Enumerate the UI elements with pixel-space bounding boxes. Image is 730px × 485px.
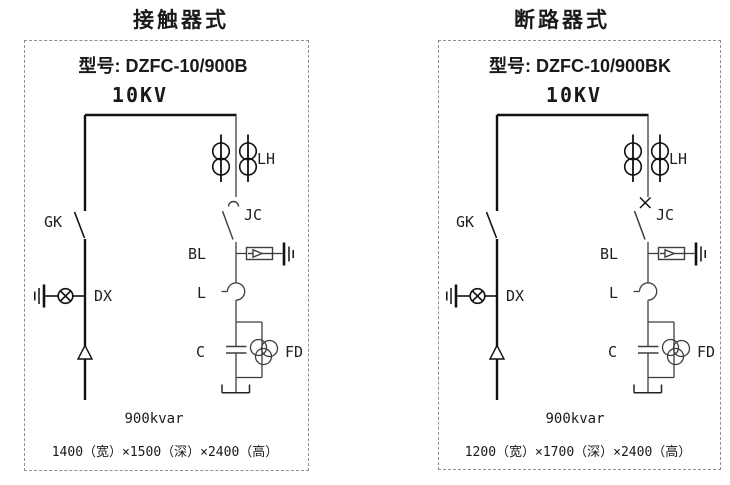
right-dimensions: 1200（宽）×1700（深）×2400（高）: [464, 445, 692, 460]
left-model-number: 型号: DZFC-10/900B: [78, 56, 248, 76]
right-gk-label: GK: [456, 213, 475, 231]
right-dx-label: DX: [506, 287, 525, 305]
left-rating: 900kvar: [124, 411, 184, 427]
left-c-label: C: [196, 343, 206, 361]
right-l-label: L: [609, 284, 619, 302]
left-gk-label: GK: [44, 213, 63, 231]
left-circuit: [33, 113, 295, 402]
left-bl-label: BL: [188, 245, 207, 263]
left-panel-title: 接触器式: [133, 9, 229, 32]
right-panel-title: 断路器式: [514, 9, 610, 32]
right-rating: 900kvar: [545, 411, 605, 427]
left-dx-label: DX: [94, 287, 113, 305]
right-bl-label: BL: [600, 245, 619, 263]
left-jc-label: JC: [244, 206, 263, 224]
right-voltage-label: 10KV: [545, 83, 603, 107]
right-circuit: [445, 113, 707, 402]
right-panel-border: [438, 40, 721, 470]
contactor-symbol: [221, 200, 240, 240]
left-lh-label: LH: [257, 150, 276, 168]
right-c-label: C: [608, 343, 618, 361]
left-l-label: L: [197, 284, 207, 302]
right-jc-label: JC: [656, 206, 675, 224]
right-fd-label: FD: [697, 343, 716, 361]
left-panel-border: [24, 40, 309, 471]
right-model-number: 型号: DZFC-10/900BK: [488, 56, 672, 76]
left-dimensions: 1400（宽）×1500（深）×2400（高）: [51, 445, 279, 460]
breaker-symbol: [633, 196, 652, 240]
right-lh-label: LH: [669, 150, 688, 168]
left-voltage-label: 10KV: [111, 83, 169, 107]
left-fd-label: FD: [285, 343, 304, 361]
